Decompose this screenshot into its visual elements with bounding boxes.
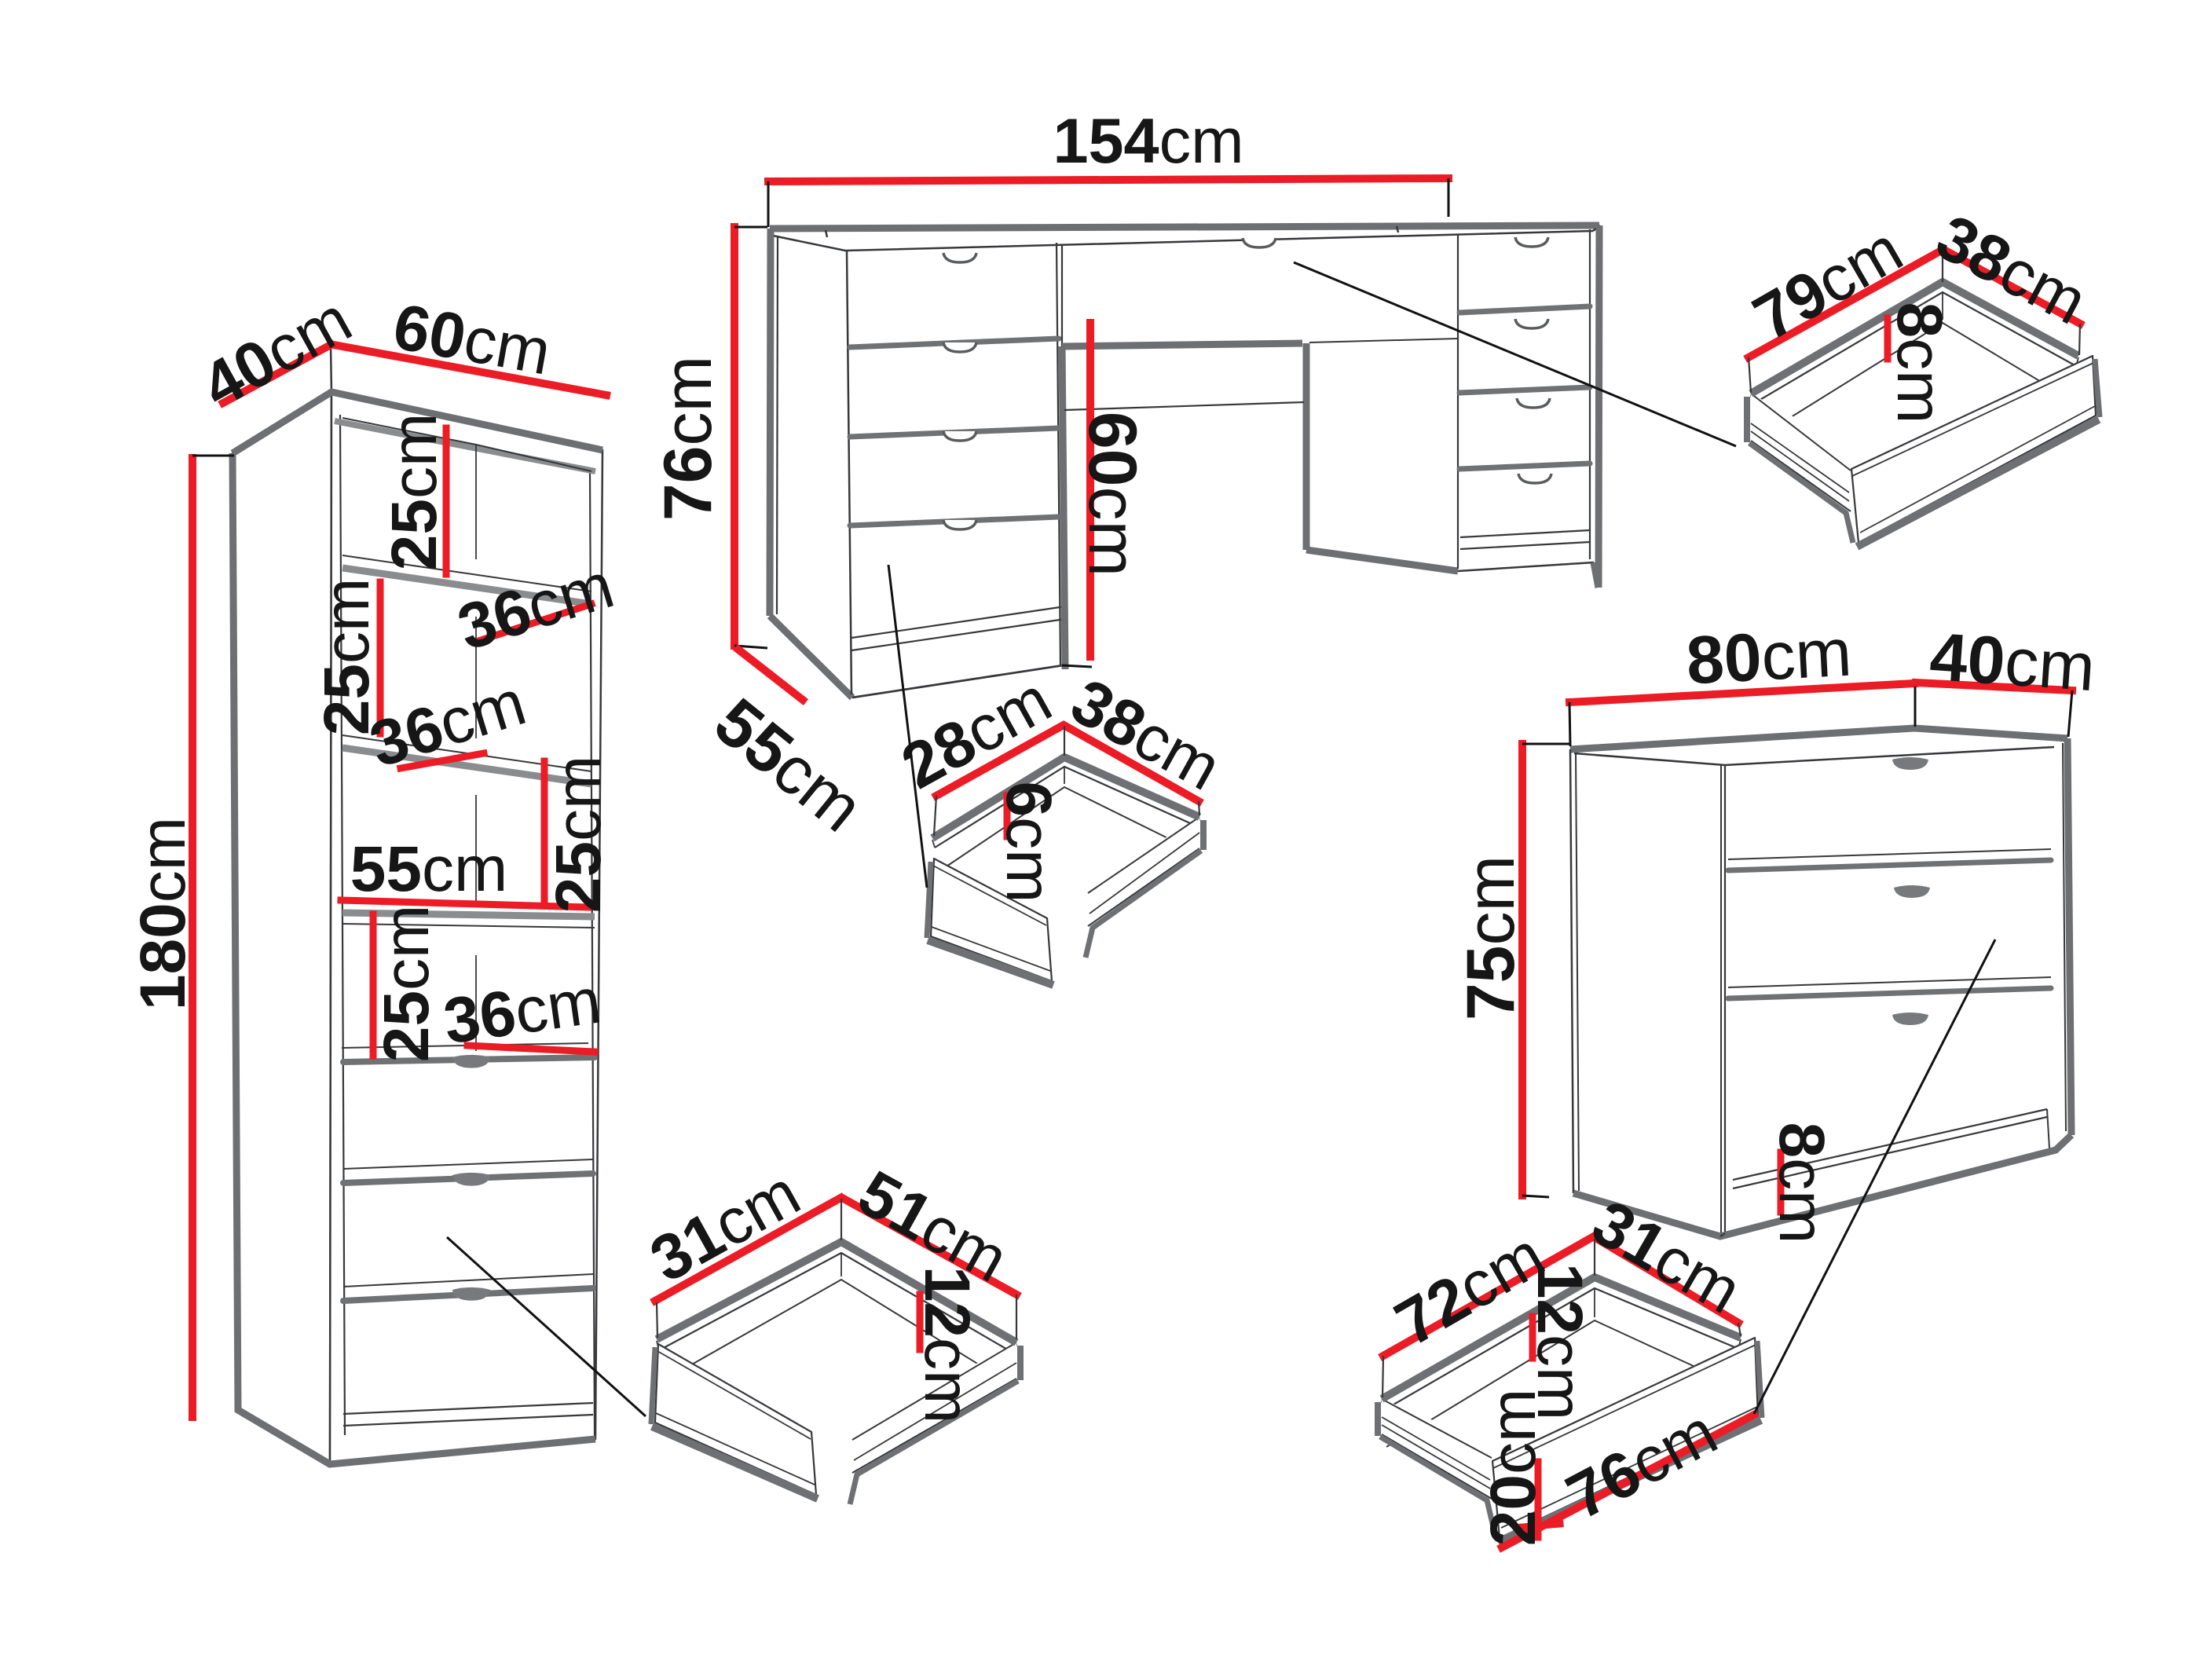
svg-text:25cm: 25cm [379, 413, 450, 571]
svg-text:8cm: 8cm [1884, 302, 1956, 424]
svg-text:76cm: 76cm [650, 356, 726, 521]
svg-text:60cm: 60cm [1075, 412, 1150, 577]
svg-text:25cm: 25cm [371, 905, 442, 1063]
svg-text:75cm: 75cm [1453, 855, 1529, 1020]
svg-text:25cm: 25cm [311, 578, 383, 736]
svg-text:36cm: 36cm [439, 965, 605, 1057]
svg-text:80cm: 80cm [1684, 615, 1853, 699]
svg-text:55cm: 55cm [350, 833, 508, 905]
svg-text:6cm: 6cm [994, 782, 1065, 903]
svg-text:180cm: 180cm [127, 817, 199, 1010]
svg-text:25cm: 25cm [543, 756, 614, 914]
svg-text:40cm: 40cm [1928, 619, 2097, 705]
svg-text:8cm: 8cm [1767, 1122, 1838, 1244]
svg-text:12cm: 12cm [912, 1266, 983, 1424]
svg-text:12cm: 12cm [1525, 1263, 1596, 1421]
svg-text:154cm: 154cm [1053, 106, 1243, 177]
svg-text:20cm: 20cm [1478, 1389, 1549, 1547]
svg-text:60cm: 60cm [388, 291, 555, 388]
